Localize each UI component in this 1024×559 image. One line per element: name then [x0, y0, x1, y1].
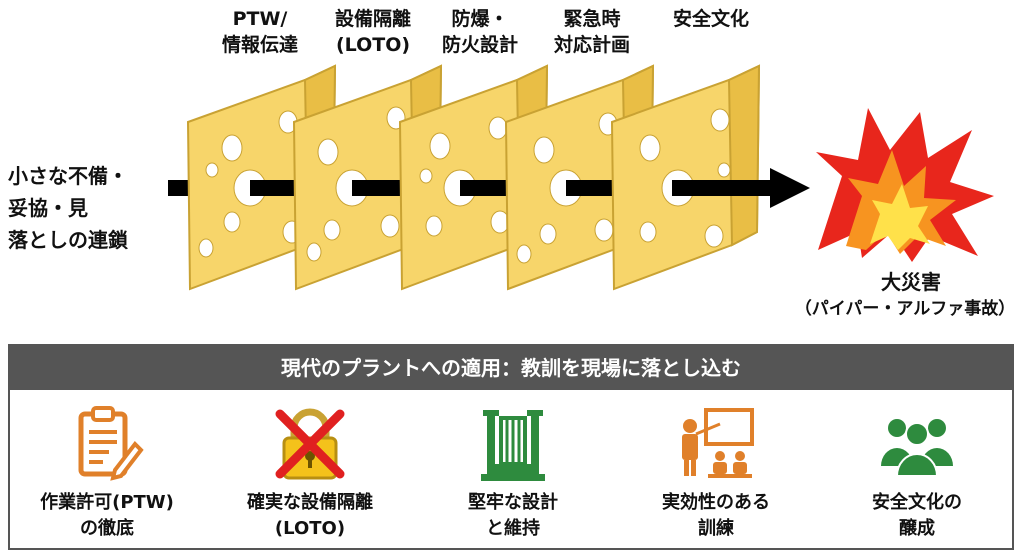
layer-label-explosion-fire-design: 防爆・ 防火設計 — [441, 8, 518, 56]
application-item-ptw: 作業許可(PTW) の徹底 — [12, 404, 202, 542]
cheese-slice-5 — [610, 64, 761, 291]
application-label-loto: 確実な設備隔離 (LOTO) — [247, 492, 373, 539]
application-label-training: 実効性のある 訓練 — [662, 492, 770, 539]
industrial-structure-icon — [481, 410, 545, 481]
explosion-icon — [816, 108, 994, 262]
group-people-icon — [881, 419, 953, 477]
disaster-title: 大災害 — [881, 270, 941, 294]
layer-label-safety-culture: 安全文化 — [672, 8, 749, 30]
padlock-crossed-icon — [275, 408, 345, 480]
application-label-robust-design: 堅牢な設計 と維持 — [468, 492, 558, 539]
layer-label-ptw: PTW/ 情報伝達 — [221, 8, 298, 56]
application-panel-title: 現代のプラントへの適用：教訓を現場に落とし込む — [10, 346, 1012, 390]
training-presentation-icon — [682, 408, 754, 478]
disaster-subtitle: （パイパー・アルファ事故） — [794, 299, 1016, 319]
layer-label-emergency-plan: 緊急時 対応計画 — [553, 8, 630, 56]
application-label-ptw: 作業許可(PTW) の徹底 — [40, 492, 174, 539]
cause-label: 小さな不備・ 妥協・見 落としの連鎖 — [8, 164, 128, 252]
application-item-safety-culture: 安全文化の 醸成 — [822, 404, 1012, 542]
application-panel: 現代のプラントへの適用：教訓を現場に落とし込む 作業許可(PTW) の徹底 確実… — [8, 344, 1014, 550]
application-item-robust-design: 堅牢な設計 と維持 — [418, 404, 608, 542]
arrow-head — [770, 168, 810, 208]
clipboard-pen-icon — [78, 406, 144, 481]
application-label-safety-culture: 安全文化の 醸成 — [872, 492, 962, 539]
application-item-training: 実効性のある 訓練 — [621, 404, 811, 542]
swiss-cheese-diagram — [168, 64, 994, 291]
layer-label-loto: 設備隔離 (LOTO) — [334, 8, 411, 56]
application-item-loto: 確実な設備隔離 (LOTO) — [215, 404, 405, 542]
